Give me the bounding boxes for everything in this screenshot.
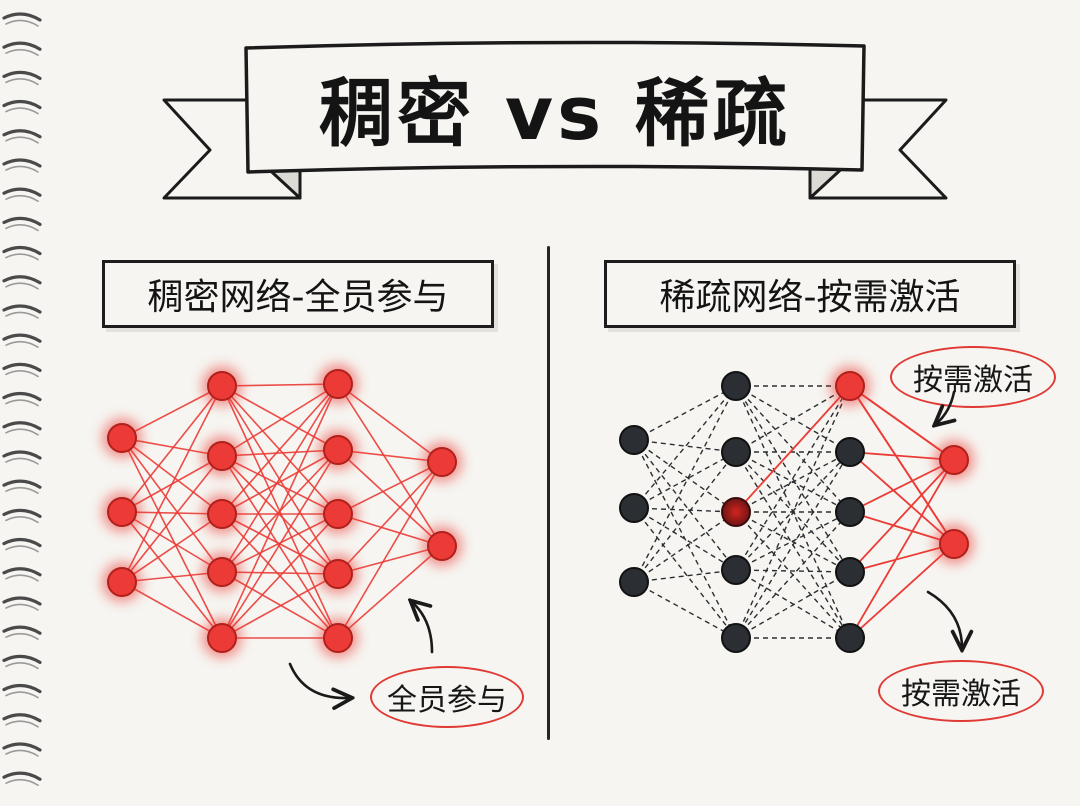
sparse-node-active-l3-1 (836, 372, 864, 400)
sparse-node-active-l4-2 (940, 530, 968, 558)
inactive-edge (634, 508, 736, 512)
sparse-node-inactive-l2-5 (722, 624, 750, 652)
inactive-edge (634, 582, 736, 638)
inactive-edge (634, 512, 736, 582)
sparse-node-inactive-l2-2 (722, 438, 750, 466)
sparse-callout-bubble-top: 按需激活 (890, 346, 1056, 408)
inactive-edge (634, 386, 736, 582)
sparse-node-inactive-l1-3 (620, 568, 648, 596)
sparse-node-inactive-l2-1 (722, 372, 750, 400)
inactive-edge (634, 508, 736, 638)
sparse-node-active-l4-1 (940, 446, 968, 474)
inactive-edge (634, 452, 736, 582)
sparse-node-inactive-l3-5 (836, 624, 864, 652)
sparse-callout-bubble-bottom: 按需激活 (878, 660, 1044, 722)
sparse-edges (634, 386, 954, 638)
sparse-node-inactive-l3-3 (836, 498, 864, 526)
sparse-node-selected (722, 498, 750, 526)
sparse-node-inactive-l2-4 (722, 556, 750, 584)
inactive-edge (634, 386, 736, 508)
inactive-edge (634, 452, 736, 508)
inactive-edge (634, 440, 736, 638)
inactive-edge (634, 386, 736, 440)
sparse-node-inactive-l3-2 (836, 438, 864, 466)
inactive-edge (634, 440, 736, 570)
inactive-edge (634, 440, 736, 512)
sparse-node-inactive-l3-4 (836, 558, 864, 586)
sparse-node-inactive-l1-2 (620, 494, 648, 522)
sparse-node-inactive-l1-1 (620, 426, 648, 454)
inactive-edge (736, 570, 850, 572)
dense-callout-bubble: 全员参与 (370, 666, 524, 728)
